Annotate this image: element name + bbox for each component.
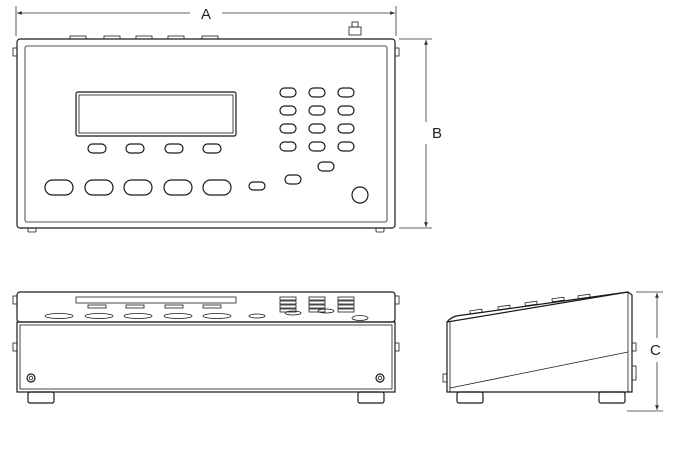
dimension-a: A [15,6,397,36]
keypad-key[interactable] [317,161,335,172]
function-key[interactable] [164,143,184,154]
keypad-key[interactable] [337,87,355,98]
keypad-key[interactable] [337,105,355,116]
dimension-c: C [627,291,663,412]
dimension-b: B [399,38,442,229]
keypad-key[interactable] [279,105,297,116]
keypad-key[interactable] [284,174,302,185]
keypad [279,87,355,185]
large-key[interactable] [202,179,232,196]
large-key[interactable] [84,179,114,196]
front-elevation-view [12,291,400,404]
keypad-key[interactable] [279,141,297,152]
keypad-key[interactable] [337,141,355,152]
large-keys [44,179,232,196]
keypad-key[interactable] [308,87,326,98]
keypad-key[interactable] [279,123,297,134]
large-key[interactable] [44,179,74,196]
function-key[interactable] [125,143,145,154]
keypad-key[interactable] [308,105,326,116]
power-button[interactable] [351,186,369,204]
function-key[interactable] [202,143,222,154]
screw-icon [375,373,385,383]
dimension-a-label: A [201,6,211,23]
dimension-c-label: C [650,342,661,359]
large-key[interactable] [163,179,193,196]
keypad-key[interactable] [337,123,355,134]
keypad-key[interactable] [279,87,297,98]
function-key[interactable] [87,143,107,154]
display-window [75,91,237,137]
small-key[interactable] [248,181,266,191]
large-key[interactable] [123,179,153,196]
keypad-key[interactable] [308,141,326,152]
screw-icon [26,373,36,383]
front-housing [16,38,396,229]
side-view: C [442,291,663,412]
dimension-b-label: B [432,125,442,142]
keypad-key[interactable] [308,123,326,134]
front-view: A [12,6,442,233]
function-keys [87,143,222,154]
